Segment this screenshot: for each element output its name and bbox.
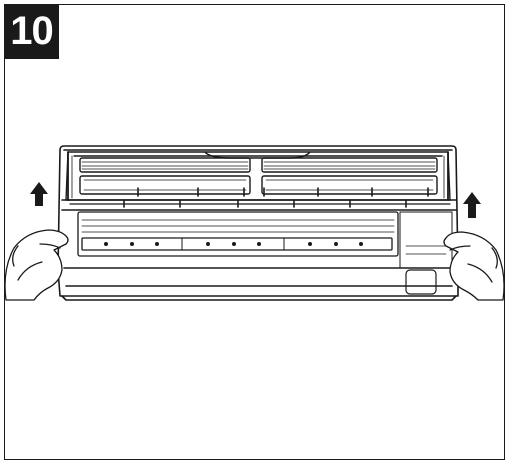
left-hand-icon <box>4 229 69 301</box>
step-number-badge: 10 <box>4 4 59 59</box>
right-hand-icon <box>443 231 505 301</box>
mid-rail <box>69 200 451 208</box>
louver-section <box>77 211 453 295</box>
up-arrow-icon <box>463 192 481 218</box>
front-panel <box>65 151 451 201</box>
up-arrow-icon <box>30 182 48 206</box>
